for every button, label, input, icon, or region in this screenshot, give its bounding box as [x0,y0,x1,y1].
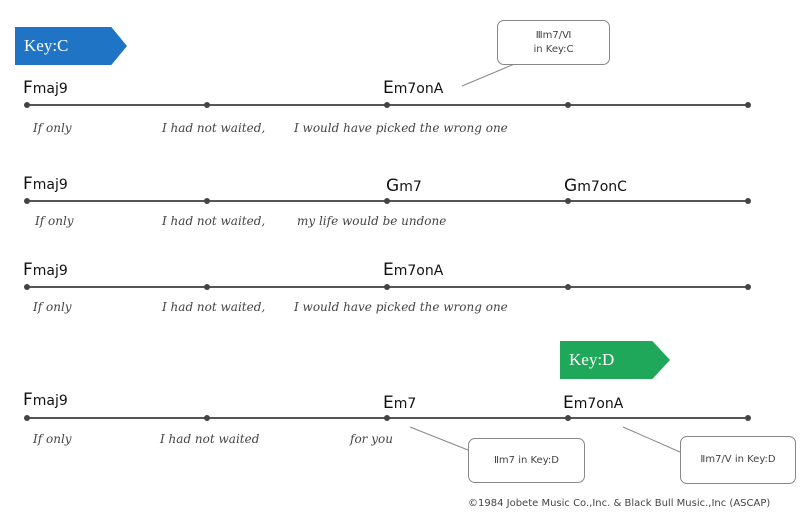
beat-dot [384,415,390,421]
chord-ext: maj9 [32,177,68,193]
key-d-badge: Key:D [560,341,670,379]
chord-ext: m7onA [393,81,444,97]
callout-bottom-right: Ⅱm7/Ⅴ in Key:D [680,436,796,484]
chord-root: G [386,176,400,196]
chord-root: F [23,78,33,98]
callout-top: Ⅲm7/Ⅵ in Key:C [497,20,610,65]
beat-dot [204,284,210,290]
beat-dot [745,284,751,290]
beat-dot [24,284,30,290]
beat-dot [204,415,210,421]
chord-ext: m7onA [393,263,444,279]
chord-root: E [383,393,394,413]
beat-dot [565,415,571,421]
beat-dot [24,415,30,421]
chord-ext: m7onC [577,179,627,195]
chord-1-1: Fmaj9 [23,78,68,98]
callout-top-line1: Ⅲm7/Ⅵ [535,30,572,41]
chord-root: F [23,260,33,280]
lyric: I would have picked the wrong one [294,300,508,314]
chord-root: F [23,174,33,194]
chord-ext: m7onA [573,396,624,412]
chord-root: E [383,78,394,98]
lyric: If only [33,121,72,135]
chord-2-2: Gm7 [386,176,422,196]
chord-3-2: Em7onA [383,260,443,280]
lyric: I had not waited [160,432,260,446]
beat-dot [745,102,751,108]
chord-root: F [23,390,33,410]
beat-dot [24,102,30,108]
beat-dot [204,102,210,108]
lyric: I had not waited, [162,300,266,314]
chord-ext: maj9 [32,263,68,279]
beat-dot [24,198,30,204]
callout-bottom-left: Ⅱm7 in Key:D [468,438,585,483]
beat-dot [745,198,751,204]
chord-ext: maj9 [32,81,68,97]
chord-4-1: Fmaj9 [23,390,68,410]
beat-dot [204,198,210,204]
chord-root: G [564,176,578,196]
beat-dot [745,415,751,421]
beat-dot [384,198,390,204]
chord-2-1: Fmaj9 [23,174,68,194]
beat-dot [565,102,571,108]
copyright-notice: ©1984 Jobete Music Co.,Inc. & Black Bull… [468,498,771,509]
chord-root: E [563,393,574,413]
lyric: I had not waited, [162,121,266,135]
callout-top-line2: in Key:C [533,43,574,55]
beat-dot [565,284,571,290]
chord-ext: m7 [399,179,422,195]
lyric: If only [33,432,72,446]
chord-4-3: Em7onA [563,393,623,413]
key-c-badge: Key:C [15,27,127,65]
lyric: I had not waited, [162,214,266,228]
beat-dot [384,284,390,290]
chord-1-2: Em7onA [383,78,443,98]
lyric: my life would be undone [297,214,447,228]
lyric: If only [33,300,72,314]
chord-ext: m7 [393,396,417,412]
chord-4-2: Em7 [383,393,416,413]
beat-dot [565,198,571,204]
lyric: I would have picked the wrong one [294,121,508,135]
lyric: If only [35,214,74,228]
chord-2-3: Gm7onC [564,176,627,196]
chord-3-1: Fmaj9 [23,260,68,280]
chord-root: E [383,260,394,280]
chord-ext: maj9 [32,393,68,409]
beat-dot [384,102,390,108]
lyric: for you [350,432,393,446]
